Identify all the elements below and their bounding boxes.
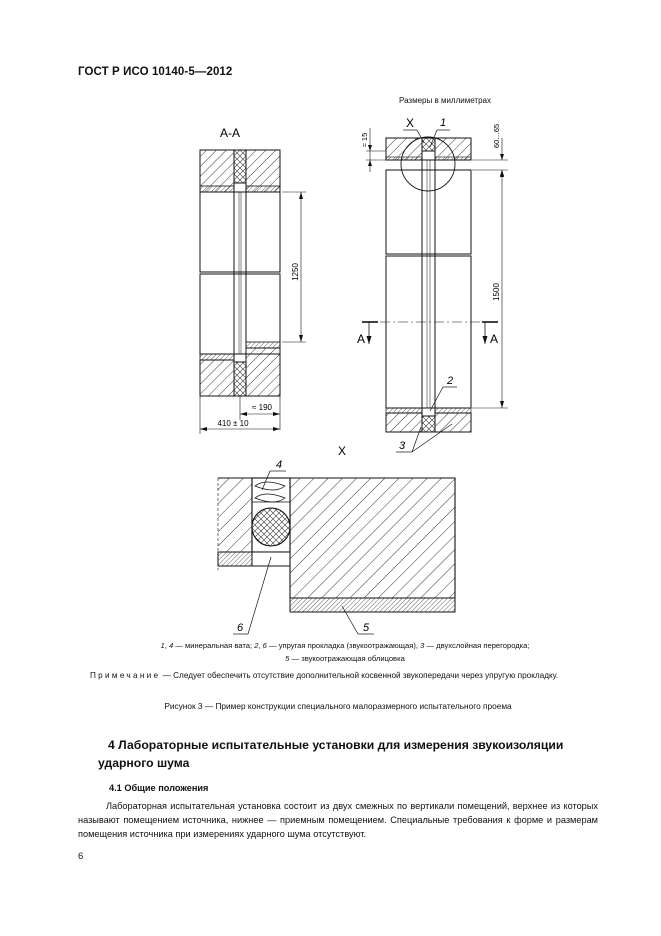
units-note: Размеры в миллиметрах xyxy=(399,96,491,105)
detail-x-view: 4 6 5 xyxy=(217,459,456,635)
callout-x-top: X xyxy=(406,116,414,130)
dim-gap-right: 60…65 xyxy=(492,124,501,148)
callout-5: 5 xyxy=(363,622,370,634)
note-text: — Следует обеспечить отсутствие дополнит… xyxy=(160,671,559,680)
body-paragraph: Лабораторная испытательная установка сос… xyxy=(78,801,598,839)
elevation-view: А А 1500 60…65 ≈ 15 X 1 2 3 xyxy=(357,116,508,453)
section-a-a-label: А-А xyxy=(220,126,240,140)
callout-3: 3 xyxy=(399,440,406,452)
document-header: ГОСТ Р ИСО 10140-5—2012 xyxy=(78,66,233,78)
dim-height-left: 1250 xyxy=(291,263,300,281)
callout-2: 2 xyxy=(446,375,453,387)
callout-4: 4 xyxy=(276,459,282,471)
figure-note: Примечание — Следует обеспечить отсутств… xyxy=(78,669,598,682)
section-heading: 4 Лабораторные испытательные установки д… xyxy=(98,738,564,770)
detail-x-label: X xyxy=(338,444,346,458)
figure-legend-line-1: 1, 4 — минеральная вата; 2, 6 — упругая … xyxy=(160,641,530,650)
note-lead: Примечание xyxy=(90,671,161,680)
page-number: 6 xyxy=(78,851,84,862)
technical-drawing: А-А 1250 ≈ 190 xyxy=(199,116,508,635)
figure-legend-line-2: 5 — звукоотражающая облицовка xyxy=(285,654,405,663)
dim-gap-top: ≈ 15 xyxy=(360,133,369,148)
dim-width-partial: ≈ 190 xyxy=(252,403,273,412)
callout-1: 1 xyxy=(440,117,446,129)
figure-caption: Рисунок 3 — Пример конструкции специальн… xyxy=(164,701,512,711)
section-mark-left: А xyxy=(357,332,365,346)
subsection-heading: 4.1 Общие положения xyxy=(109,783,209,793)
callout-6: 6 xyxy=(237,622,244,634)
dim-width-total: 410 ± 10 xyxy=(217,419,249,428)
section-a-a-view: А-А 1250 ≈ 190 xyxy=(199,126,306,434)
dim-height-right: 1500 xyxy=(492,283,501,301)
section-mark-right: А xyxy=(490,332,498,346)
